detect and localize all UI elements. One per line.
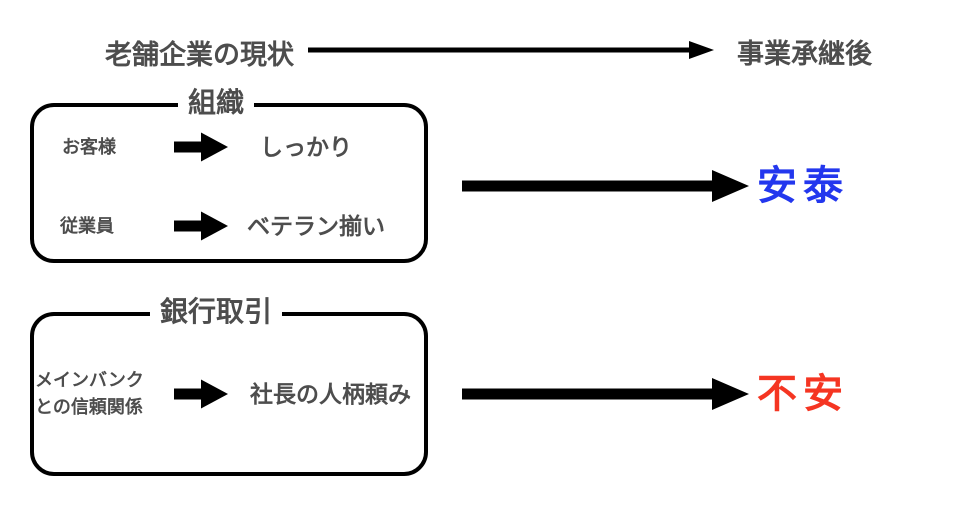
- customers-label: お客様: [62, 137, 116, 157]
- big-arrow-right-icon: [462, 170, 749, 202]
- header-left-title: 老舗企業の現状: [105, 40, 294, 70]
- big-arrow-right-icon: [462, 378, 749, 410]
- employees-result-label: ベテラン揃い: [247, 213, 385, 239]
- outcome-safe-label: 安泰: [757, 164, 849, 208]
- arrow-right-icon: [174, 132, 228, 162]
- main-bank-trust-label: メインバンク との信頼関係: [35, 370, 144, 417]
- customers-result-label: しっかり: [260, 134, 352, 160]
- outcome-anxious-label: 不安: [757, 372, 849, 416]
- organization-box: [30, 103, 428, 263]
- employees-label: 従業員: [60, 216, 114, 236]
- organization-box-title: 組織: [177, 88, 255, 118]
- arrow-right-icon: [174, 211, 228, 241]
- president-reliance-label: 社長の人柄頼み: [250, 381, 411, 407]
- header-arrow-right-icon: [308, 41, 714, 59]
- header-right-title: 事業承継後: [737, 39, 872, 69]
- arrow-right-icon: [174, 379, 228, 409]
- bank-dealings-box-title: 銀行取引: [149, 297, 283, 327]
